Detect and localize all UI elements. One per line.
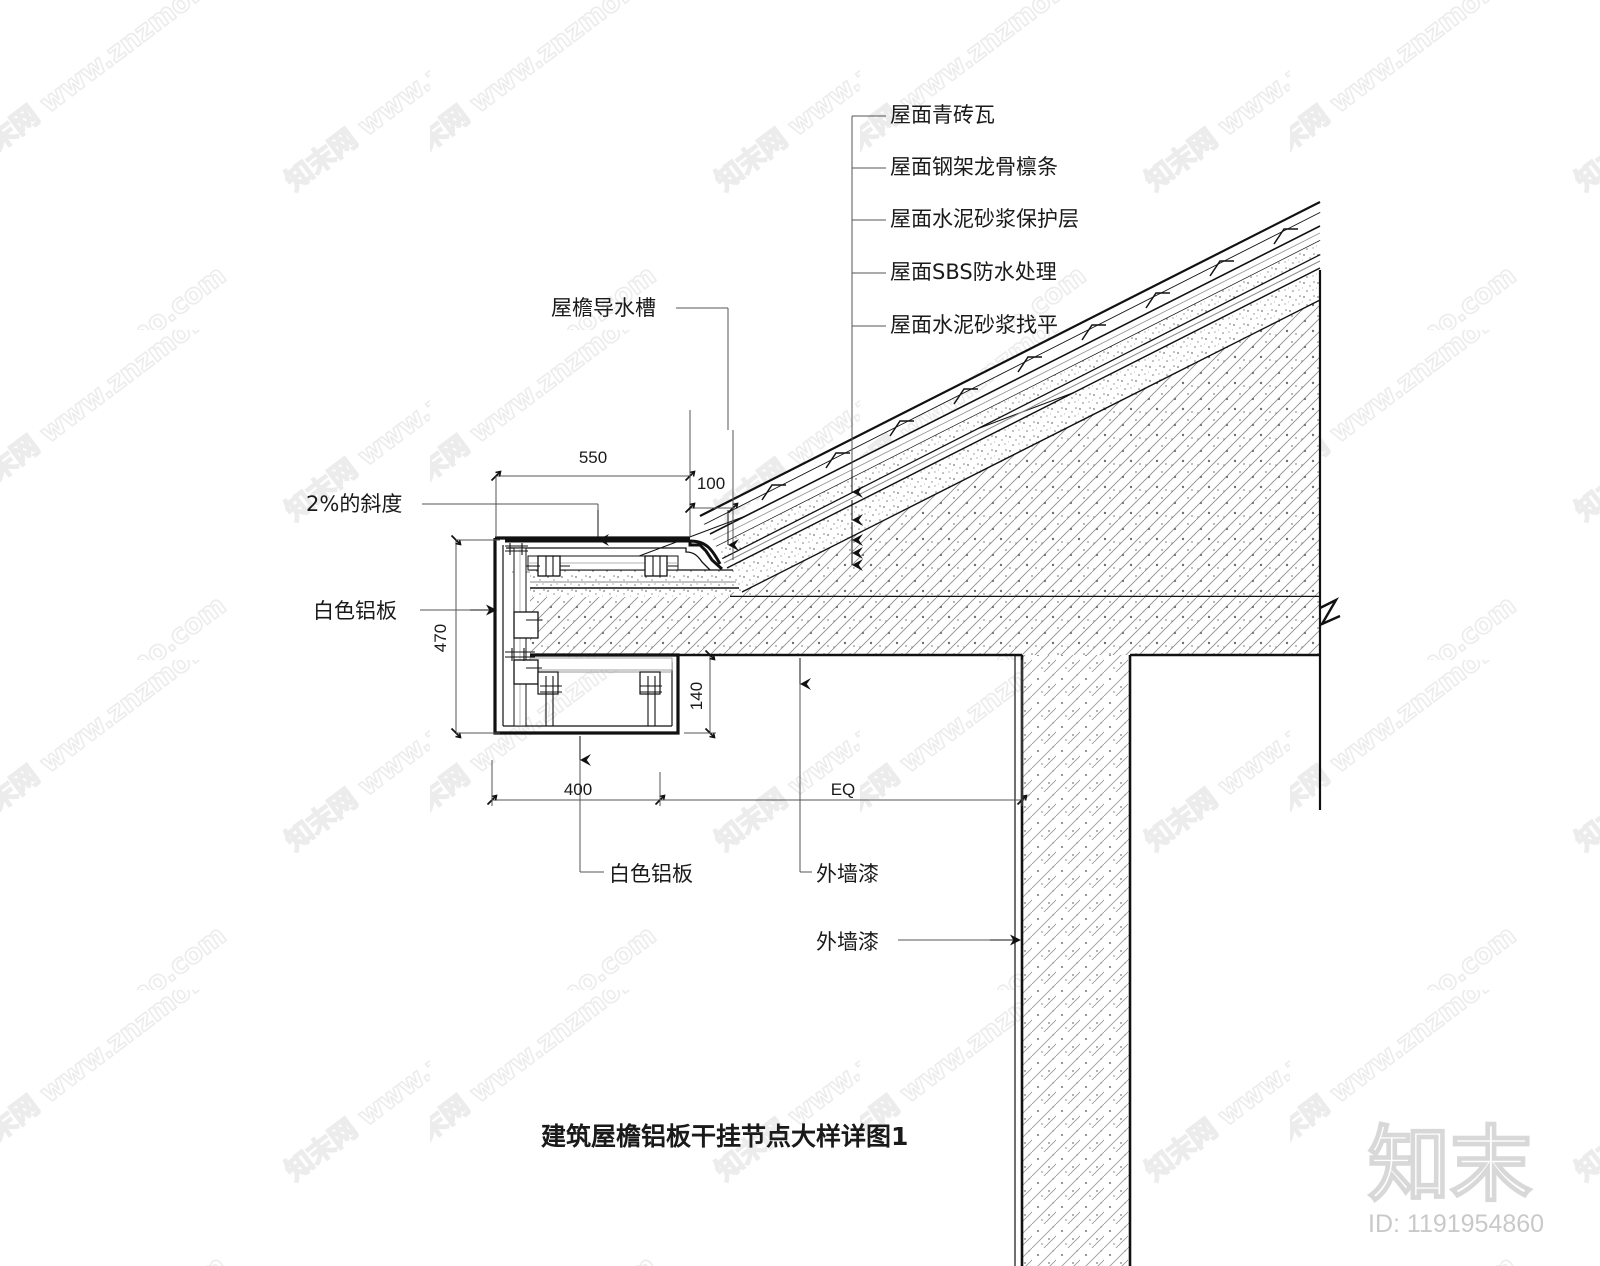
roof-callout-label-2: 屋面水泥砂浆保护层	[890, 207, 1079, 231]
wall-paint-label: 外墙漆	[816, 930, 879, 954]
brand-logo: 知末	[1368, 1118, 1532, 1213]
dimension-140: 140	[687, 682, 706, 710]
roof-callout-label-0: 屋面青砖瓦	[890, 103, 995, 127]
dimension-400: 400	[564, 780, 592, 799]
drawing-id: ID: 1191954860	[1368, 1210, 1544, 1238]
aluminium-panel-bottom-label: 白色铝板	[609, 862, 693, 886]
soffit-paint-label: 外墙漆	[816, 862, 879, 886]
drawing-title: 建筑屋檐铝板干挂节点大样详图1	[541, 1122, 908, 1151]
exterior-wall	[1014, 655, 1132, 1266]
aluminium-panel-left-label: 白色铝板	[313, 599, 397, 623]
break-line-symbol	[1318, 270, 1341, 810]
eave-screed	[530, 569, 739, 597]
dimension-lines	[450, 410, 1028, 806]
roof-callout-label-4: 屋面水泥砂浆找平	[890, 313, 1058, 337]
support-brackets	[505, 543, 679, 727]
dimension-470: 470	[431, 624, 450, 652]
gutter-label: 屋檐导水槽	[551, 296, 656, 320]
slope-label: 2%的斜度	[306, 492, 402, 516]
dimension-100: 100	[697, 474, 725, 493]
leader-arrowheads	[470, 470, 1021, 946]
roof-layer-assembly	[699, 201, 1321, 593]
dimension-eq: EQ	[831, 780, 856, 799]
roof-callout-label-1: 屋面钢架龙骨檩条	[890, 155, 1058, 179]
dimension-550: 550	[579, 448, 607, 467]
roof-callout-label-3: 屋面SBS防水处理	[890, 260, 1057, 284]
aluminium-panel-fascia	[493, 536, 690, 735]
